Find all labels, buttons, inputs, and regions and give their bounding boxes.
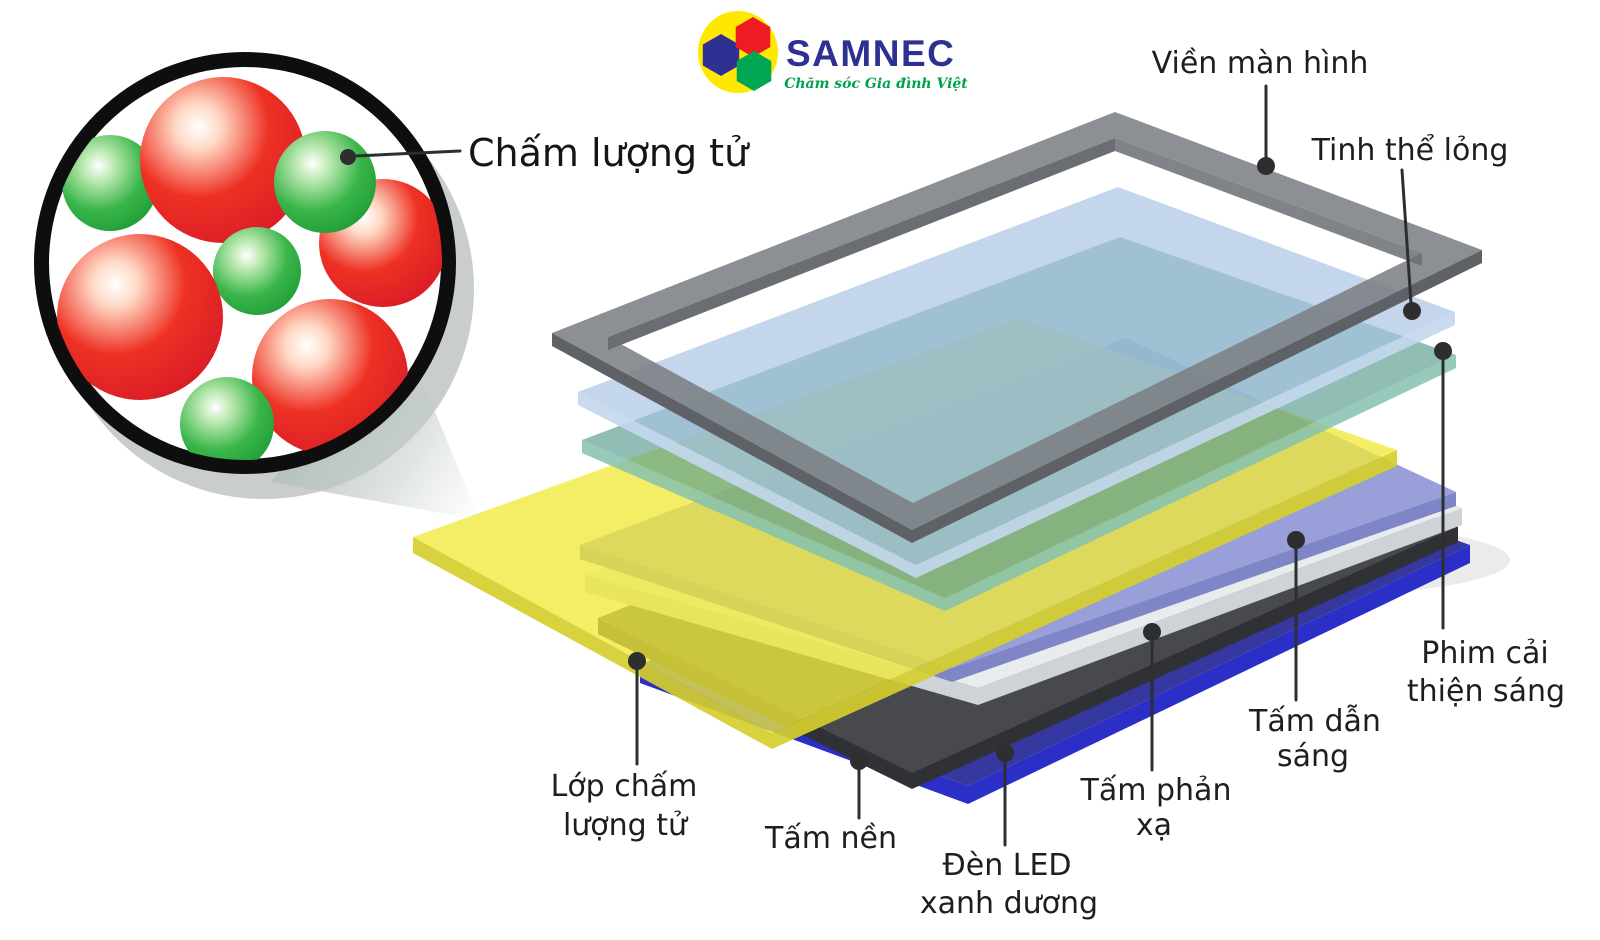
dot-reflector: [1143, 623, 1161, 641]
dot-liquid-crystal: [1403, 302, 1421, 320]
logo-hexagon-green: [736, 51, 772, 91]
magnifier-beam: [270, 340, 480, 520]
samnec-logo: SAMNEC Chăm sóc Gia đình Việt: [698, 11, 968, 93]
quantum-dot-green: [213, 227, 301, 315]
label-bezel: Viền màn hình: [1152, 46, 1369, 81]
dot-substrate: [850, 752, 868, 770]
label-liquid-crystal: Tinh thể lỏng: [1311, 132, 1509, 168]
label-light-guide: sáng: [1277, 739, 1349, 774]
dot-blue-led: [996, 744, 1014, 762]
label-light-guide: Tấm dẫn: [1248, 704, 1381, 739]
label-enhancement-film: Phim cải: [1421, 636, 1548, 671]
label-blue-led: Đèn LED: [942, 848, 1071, 883]
dot-light-guide: [1287, 531, 1305, 549]
leader-quantum-dot: [353, 149, 462, 158]
logo-tagline-text: Chăm sóc Gia đình Việt: [784, 76, 968, 92]
layer-bezel-frame: [552, 112, 1482, 543]
labels: Chấm lượng tử Viền màn hình Tinh thể lỏn…: [468, 46, 1565, 921]
logo-hexagon-red: [735, 17, 771, 57]
dot-quantum-dot: [340, 149, 356, 165]
quantum-dot-green: [274, 131, 376, 233]
dot-enhancement-film: [1434, 342, 1452, 360]
quantum-dot-red: [57, 234, 223, 400]
label-reflector: Tấm phản: [1080, 773, 1232, 808]
label-blue-led: xanh dương: [920, 886, 1098, 921]
label-enhancement-film: thiện sáng: [1407, 674, 1565, 709]
label-quantum-dot: Chấm lượng tử: [468, 131, 750, 175]
quantum-dot-red: [252, 299, 408, 455]
logo-hexagon-blue: [702, 34, 740, 76]
label-qd-layer: Lớp chấm: [551, 769, 698, 804]
quantum-dot-green: [180, 377, 274, 460]
leader-liquid-crystal: [1400, 168, 1413, 305]
label-reflector: xạ: [1136, 808, 1172, 843]
dot-bezel: [1257, 157, 1275, 175]
logo-brand-text: SAMNEC: [786, 33, 955, 74]
quantum-dot-red: [140, 77, 306, 243]
dot-qd-layer: [628, 652, 646, 670]
label-qd-layer: lượng tử: [563, 808, 689, 843]
label-substrate: Tấm nền: [764, 821, 897, 856]
quantum-dot-green: [62, 135, 158, 231]
leader-lines: [340, 84, 1452, 847]
magnifier-circle: [34, 52, 456, 474]
